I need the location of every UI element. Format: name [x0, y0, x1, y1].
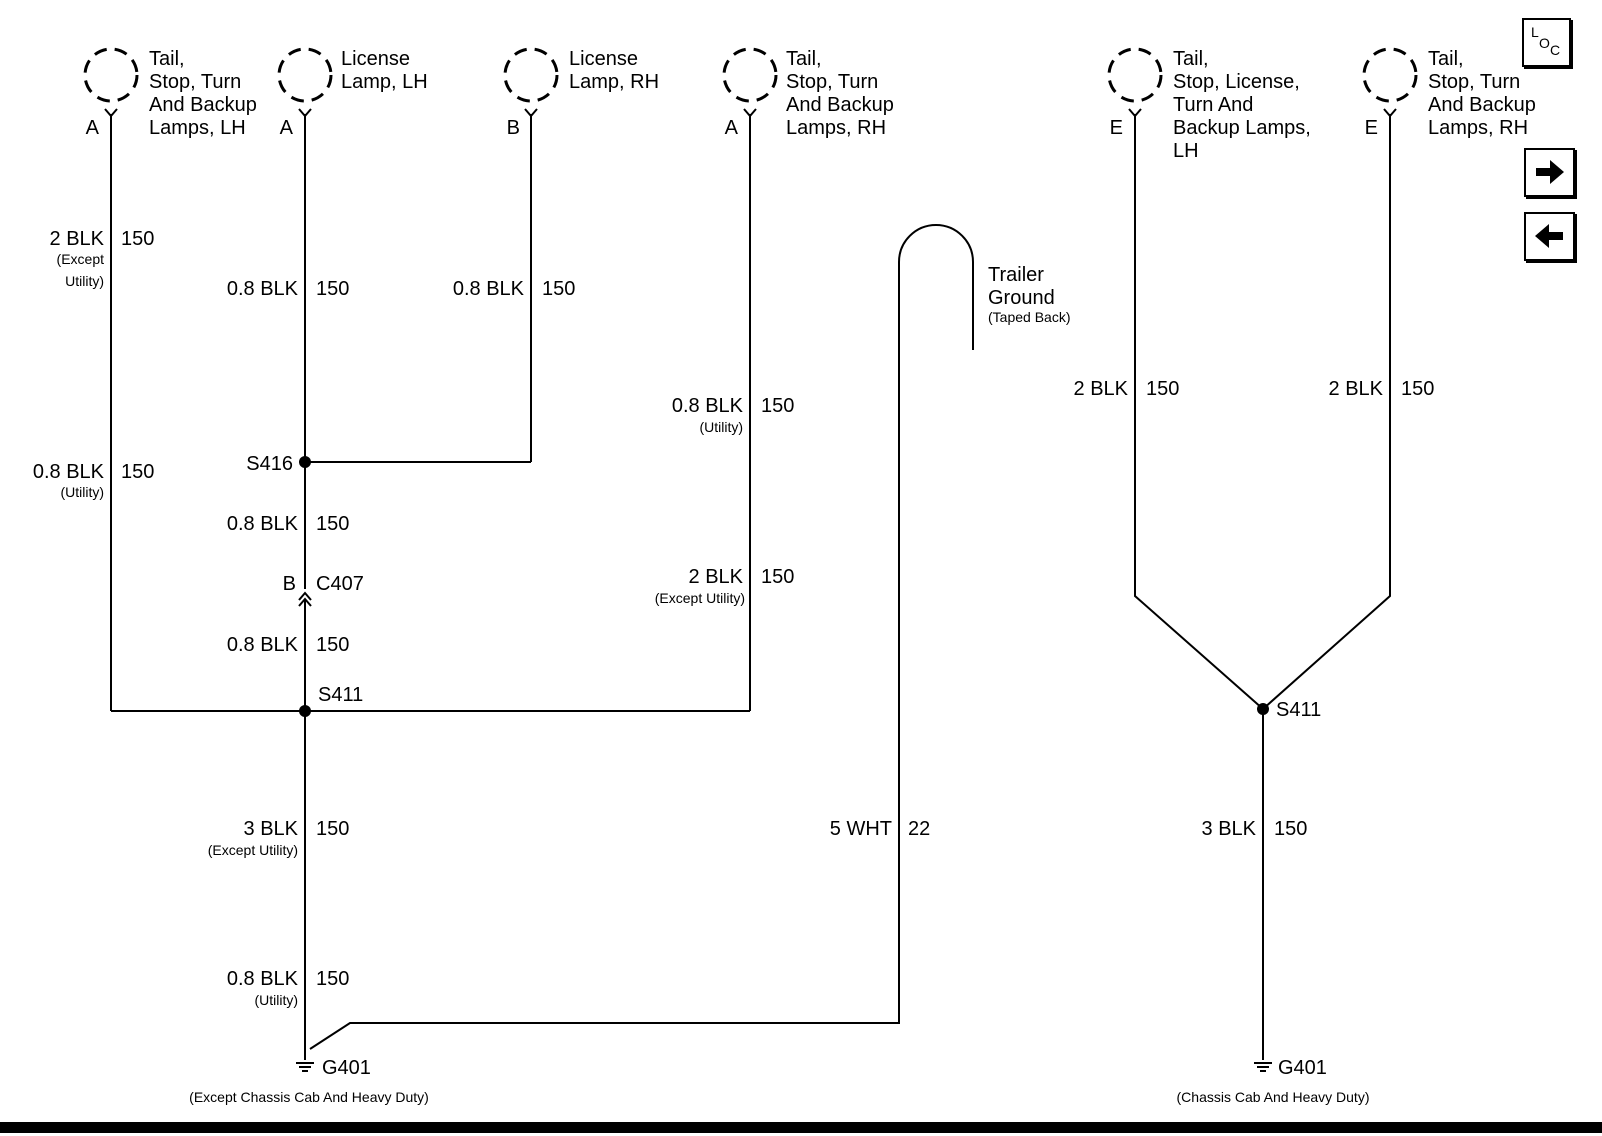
- lamp-tail-license-lh: [1107, 47, 1163, 118]
- splice-label-s411-left: S411: [318, 684, 363, 706]
- circuit-label-w3-top: 150: [542, 278, 575, 300]
- circuit-label-right-main: 150: [1274, 818, 1307, 840]
- load-label-tail-rh-4: Lamps, RH: [786, 117, 886, 139]
- loc-letter-c: C: [1550, 42, 1561, 58]
- load-label-tail-license-lh-3: Turn And: [1173, 94, 1253, 116]
- bottom-divider: [0, 1122, 1602, 1133]
- circuit-label-w2-low: 150: [316, 634, 349, 656]
- circuit-label-w1-top: 150: [121, 228, 154, 250]
- load-label-license-lh-2: Lamp, LH: [341, 71, 428, 93]
- splice-label-s411-right: S411: [1276, 699, 1321, 721]
- wire-label-w5: 2 BLK: [1074, 378, 1129, 400]
- wire-label-w4-top: 0.8 BLK: [672, 395, 744, 417]
- arrow-left-icon: [1535, 224, 1563, 248]
- wire-note-w4-low: (Except Utility): [655, 590, 745, 606]
- load-label-license-rh-2: Lamp, RH: [569, 71, 659, 93]
- trailer-ground-title-2: Ground: [988, 287, 1055, 309]
- load-label-tail-lh-4: Lamps, LH: [149, 117, 246, 139]
- arrow-right-icon: [1536, 160, 1564, 184]
- wire-note-main-b: (Utility): [254, 992, 298, 1008]
- circuit-label-main-b: 150: [316, 968, 349, 990]
- ground-note-g401-left: (Except Chassis Cab And Heavy Duty): [189, 1089, 429, 1105]
- load-label-tail-rh2-4: Lamps, RH: [1428, 117, 1528, 139]
- load-label-license-lh-1: License: [341, 48, 410, 70]
- loc-letter-l: L: [1531, 24, 1539, 40]
- trailer-ground-title-1: Trailer: [988, 264, 1044, 286]
- load-label-tail-lh-1: Tail,: [149, 48, 185, 70]
- load-label-tail-lh-2: Stop, Turn: [149, 71, 241, 93]
- circuit-label-main-a: 150: [316, 818, 349, 840]
- wires: [110, 114, 1391, 1060]
- pin-label-6: E: [1365, 117, 1378, 139]
- ground-label-g401-right: G401: [1278, 1057, 1327, 1079]
- pin-label-2: A: [280, 117, 294, 139]
- next-page-button[interactable]: [1524, 148, 1575, 197]
- circuit-label-w2-top: 150: [316, 278, 349, 300]
- wire-note-w1-top-1: (Except: [57, 251, 105, 267]
- circuit-label-w4-top: 150: [761, 395, 794, 417]
- load-label-tail-rh2-1: Tail,: [1428, 48, 1464, 70]
- load-label-tail-rh2-3: And Backup: [1428, 94, 1536, 116]
- wire-label-main-a: 3 BLK: [244, 818, 299, 840]
- loc-letter-o: O: [1539, 35, 1550, 51]
- circuit-label-w2-mid: 150: [316, 513, 349, 535]
- wire-label-w6: 2 BLK: [1329, 378, 1384, 400]
- splice-s416-dot: [299, 456, 311, 468]
- wire-label-main-b: 0.8 BLK: [227, 968, 299, 990]
- load-label-tail-rh2-2: Stop, Turn: [1428, 71, 1520, 93]
- lamp-tail-rh-2: [1362, 47, 1418, 118]
- connector-c407-symbol: [298, 591, 312, 607]
- wire-label-w2-low: 0.8 BLK: [227, 634, 299, 656]
- wire-label-w1-top: 2 BLK: [50, 228, 105, 250]
- wire-note-w1-mid: (Utility): [60, 484, 104, 500]
- circuit-label-trailer: 22: [908, 818, 930, 840]
- load-label-license-rh-1: License: [569, 48, 638, 70]
- pin-label-3: B: [507, 117, 520, 139]
- connector-pin-c407: B: [283, 573, 296, 595]
- location-button[interactable]: L O C: [1522, 18, 1571, 67]
- circuit-label-w4-low: 150: [761, 566, 794, 588]
- previous-page-button[interactable]: [1524, 212, 1575, 261]
- wire-label-w3-top: 0.8 BLK: [453, 278, 525, 300]
- load-label-tail-rh-3: And Backup: [786, 94, 894, 116]
- wire-label-w1-mid: 0.8 BLK: [33, 461, 105, 483]
- load-label-tail-license-lh-5: LH: [1173, 140, 1199, 162]
- load-label-tail-lh-3: And Backup: [149, 94, 257, 116]
- ground-note-g401-right: (Chassis Cab And Heavy Duty): [1177, 1089, 1370, 1105]
- load-label-tail-license-lh-1: Tail,: [1173, 48, 1209, 70]
- wire-label-trailer: 5 WHT: [830, 818, 892, 840]
- wire-label-w2-mid: 0.8 BLK: [227, 513, 299, 535]
- wire-label-w4-low: 2 BLK: [689, 566, 744, 588]
- wire-note-main-a: (Except Utility): [208, 842, 298, 858]
- load-label-tail-license-lh-4: Backup Lamps,: [1173, 117, 1311, 139]
- load-label-tail-rh-1: Tail,: [786, 48, 822, 70]
- wire-label-right-main: 3 BLK: [1202, 818, 1257, 840]
- lamp-tail-lh: [83, 47, 139, 118]
- wire-label-w2-top: 0.8 BLK: [227, 278, 299, 300]
- lamp-license-lh: [277, 47, 333, 118]
- connector-label-c407: C407: [316, 573, 364, 595]
- pin-label-5: E: [1110, 117, 1123, 139]
- trailer-ground-note: (Taped Back): [988, 309, 1070, 325]
- wire-note-w4-top: (Utility): [699, 419, 743, 435]
- splice-s411-right-dot: [1257, 703, 1269, 715]
- ground-g401-left-icon: [296, 1062, 314, 1072]
- pin-label-4: A: [725, 117, 739, 139]
- load-label-tail-license-lh-2: Stop, License,: [1173, 71, 1300, 93]
- lamp-license-rh: [503, 47, 559, 118]
- splice-label-s416: S416: [246, 453, 293, 475]
- lamp-tail-rh: [722, 47, 778, 118]
- wire-note-w1-top-2: Utility): [65, 273, 104, 289]
- circuit-label-w6: 150: [1401, 378, 1434, 400]
- circuit-label-w5: 150: [1146, 378, 1179, 400]
- pin-label-1: A: [86, 117, 100, 139]
- load-label-tail-rh-2: Stop, Turn: [786, 71, 878, 93]
- splice-s411-left-dot: [299, 705, 311, 717]
- ground-g401-right-icon: [1254, 1062, 1272, 1072]
- circuit-label-w1-mid: 150: [121, 461, 154, 483]
- ground-label-g401-left: G401: [322, 1057, 371, 1079]
